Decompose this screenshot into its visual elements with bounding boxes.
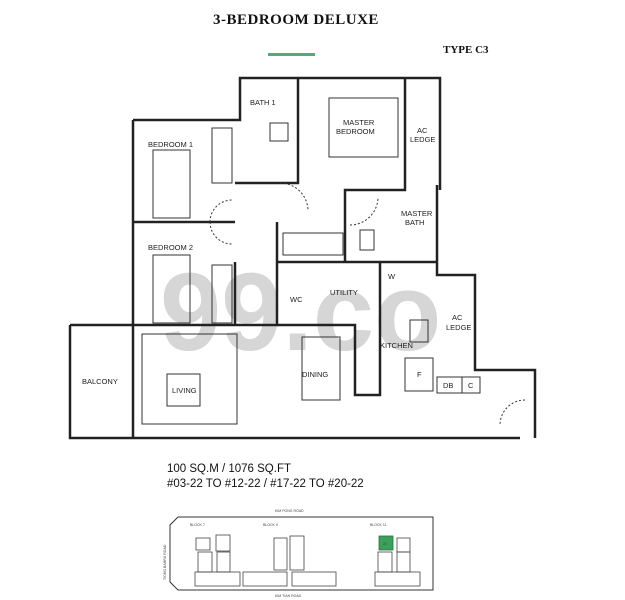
unit-type: TYPE C3 — [443, 44, 489, 56]
key-plan: KIM PONG ROAD KIM TIAN ROAD TIONG BAHRU … — [163, 509, 434, 598]
road-top: KIM PONG ROAD — [275, 509, 304, 513]
dining-table — [301, 336, 341, 401]
label-ac-ledge-right-2: LEDGE — [446, 323, 471, 332]
c-box — [461, 376, 481, 394]
sofa — [141, 333, 238, 425]
label-fridge: F — [417, 370, 422, 379]
label-ac-ledge-right: AC — [452, 313, 463, 322]
highlighted-unit — [378, 535, 394, 551]
fixtures — [141, 97, 526, 426]
label-utility: UTILITY — [330, 288, 358, 297]
bed-1 — [152, 149, 191, 219]
label-bedroom1: BEDROOM 1 — [148, 140, 193, 149]
road-left: TIONG BAHRU ROAD — [163, 544, 167, 580]
unit-numbers: #03-22 TO #12-22 / #17-22 TO #20-22 — [167, 478, 364, 490]
unit-area: 100 SQ.M / 1076 SQ.FT — [167, 463, 291, 475]
coffee-table — [166, 373, 201, 407]
block-label: BLOCK 11 — [370, 523, 387, 527]
walls — [68, 76, 537, 440]
label-db: DB — [443, 381, 453, 390]
wardrobe-master — [282, 232, 344, 256]
accent-bar — [268, 53, 315, 56]
unit-info: 100 SQ.M / 1076 SQ.FT #03-22 TO #12-22 /… — [167, 462, 364, 492]
label-balcony: BALCONY — [82, 377, 118, 386]
label-ac-ledge-top: AC — [417, 126, 428, 135]
label-master-bedroom: MASTER — [343, 118, 375, 127]
label-c: C — [468, 381, 474, 390]
master-bed — [328, 97, 399, 158]
bath1-toilet — [269, 122, 289, 142]
label-bath1: BATH 1 — [250, 98, 276, 107]
wardrobe-1 — [211, 127, 233, 184]
cooker — [409, 319, 429, 343]
label-master-bath-2: BATH — [405, 218, 424, 227]
label-master-bedroom-2: BEDROOM — [336, 127, 375, 136]
label-master-bath: MASTER — [401, 209, 433, 218]
label-living: LIVING — [172, 386, 197, 395]
block-label: BLOCK 9 — [263, 523, 278, 527]
label-dining: DINING — [302, 370, 328, 379]
label-kitchen: KITCHEN — [380, 341, 413, 350]
label-bedroom2: BEDROOM 2 — [148, 243, 193, 252]
label-wc: WC — [290, 295, 303, 304]
label-ac-ledge-top-2: LEDGE — [410, 135, 435, 144]
master-bath-toilet — [359, 229, 375, 251]
block-label: BLOCK 7 — [190, 523, 205, 527]
plan-title: 3-BEDROOM DELUXE — [213, 12, 379, 28]
fridge-box — [404, 357, 434, 392]
watermark: 99.co — [160, 251, 441, 374]
wardrobe-2 — [211, 264, 233, 324]
room-labels: BATH 1 MASTER BEDROOM AC LEDGE BEDROOM 1… — [82, 98, 474, 395]
road-bottom: KIM TIAN ROAD — [275, 594, 302, 598]
bed-2 — [152, 254, 191, 324]
label-w: W — [388, 272, 396, 281]
highlighted-unit-label: 22 — [383, 542, 387, 546]
